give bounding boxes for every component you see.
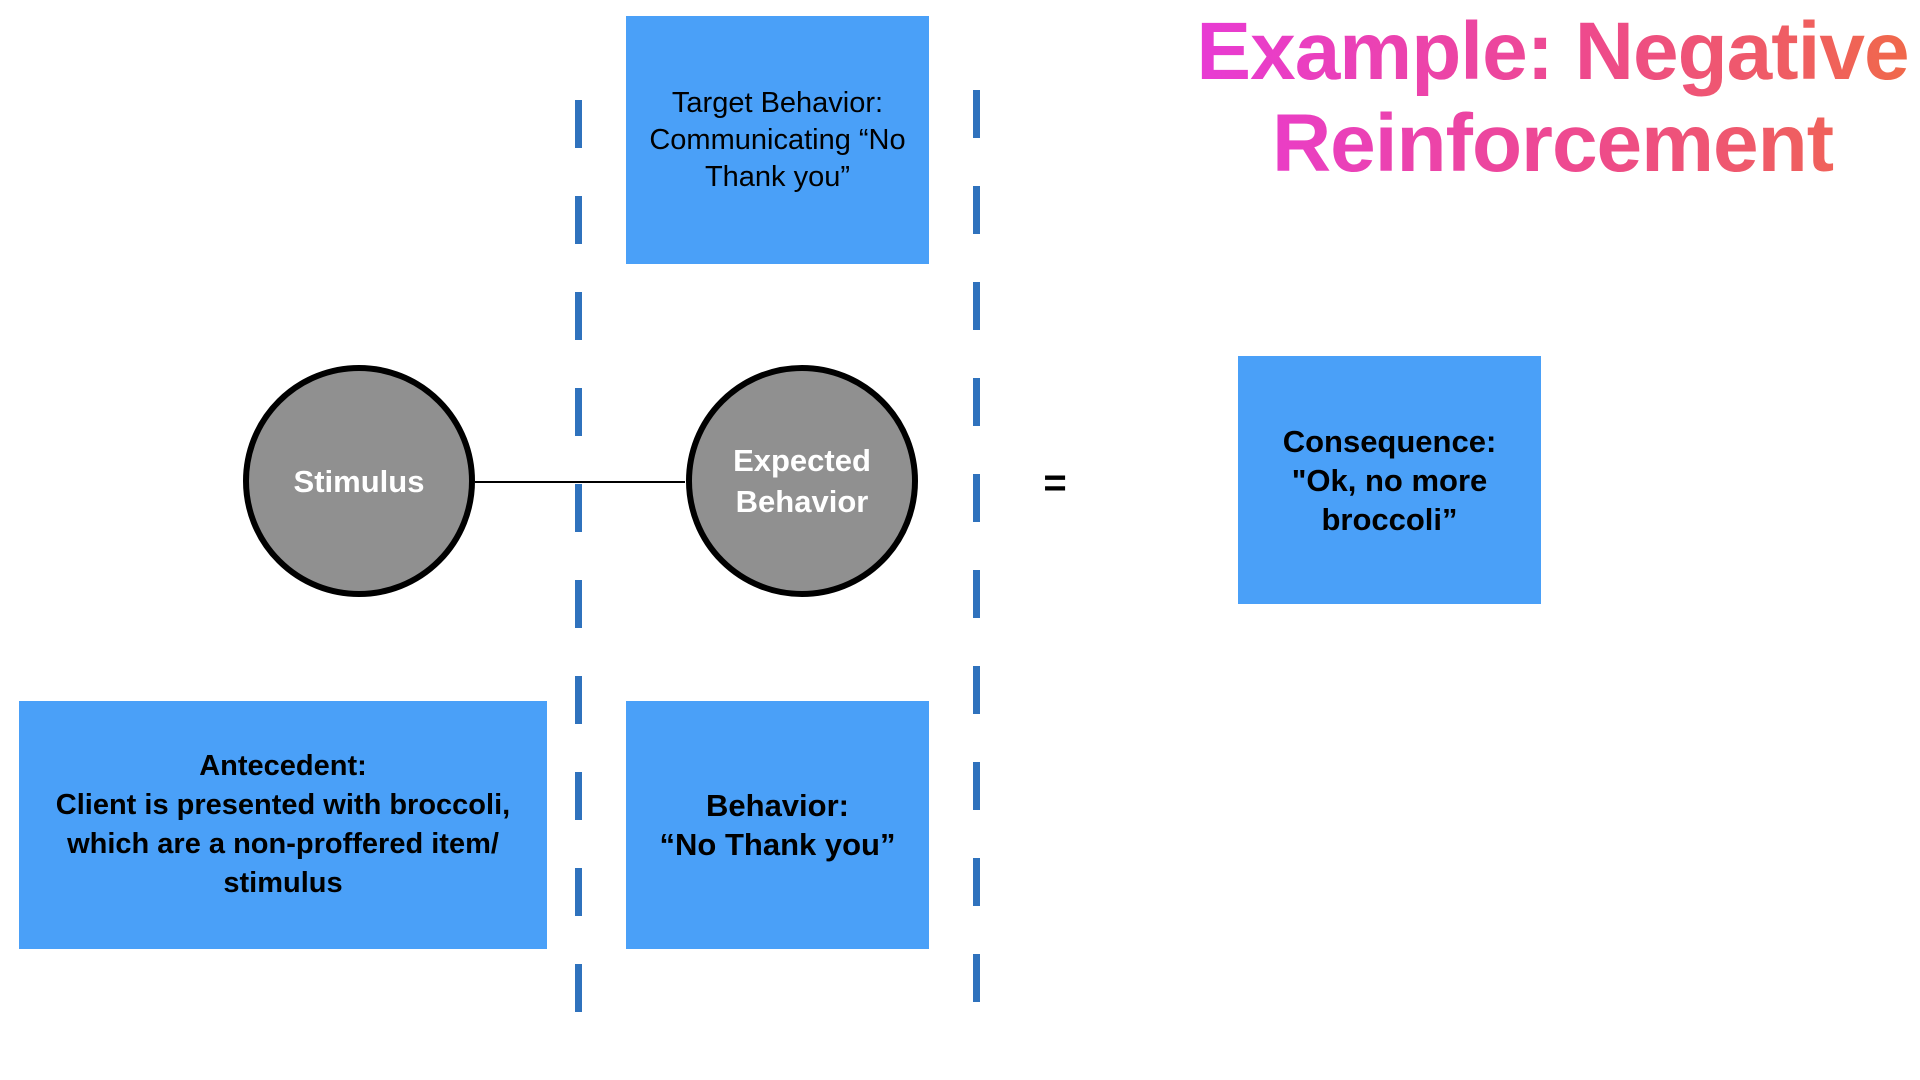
expected-behavior-label-line: Behavior bbox=[735, 484, 869, 519]
antecedent-text-line: stimulus bbox=[223, 867, 343, 899]
consequence-text-line: "Ok, no more bbox=[1291, 462, 1488, 498]
behavior-text-line: “No Thank you” bbox=[659, 827, 896, 862]
expected-behavior-label-line: Expected bbox=[733, 443, 871, 478]
expected-behavior-circle: Expected Behavior bbox=[686, 365, 918, 597]
target-behavior-box: Target Behavior: Communicating “No Thank… bbox=[626, 16, 929, 264]
stimulus-behavior-connector-line bbox=[475, 481, 685, 483]
consequence-text-line: broccoli” bbox=[1321, 501, 1458, 537]
consequence-box: Consequence: "Ok, no more broccoli” bbox=[1238, 356, 1541, 604]
equals-sign: = bbox=[1043, 461, 1067, 505]
antecedent-text-line: Client is presented with broccoli, bbox=[55, 789, 511, 821]
dashed-divider-right bbox=[973, 90, 980, 1005]
target-behavior-heading: Target Behavior: bbox=[671, 86, 884, 119]
antecedent-box: Antecedent: Client is presented with bro… bbox=[19, 701, 547, 949]
dashed-divider-left bbox=[575, 100, 582, 1015]
target-behavior-text-line: Communicating “No bbox=[649, 123, 906, 156]
antecedent-text-line: which are a non-proffered item/ bbox=[67, 828, 499, 860]
consequence-heading: Consequence: bbox=[1282, 423, 1497, 459]
slide-title: Example: Negative Reinforcement bbox=[1185, 6, 1920, 190]
behavior-heading: Behavior: bbox=[706, 788, 849, 823]
behavior-box: Behavior: “No Thank you” bbox=[626, 701, 929, 949]
antecedent-heading: Antecedent: bbox=[199, 750, 367, 782]
stimulus-label: Stimulus bbox=[293, 463, 425, 499]
slide-title-line-2: Reinforcement bbox=[1185, 98, 1920, 190]
slide-title-line-1: Example: Negative bbox=[1185, 6, 1920, 98]
stimulus-circle: Stimulus bbox=[243, 365, 475, 597]
target-behavior-text-line: Thank you” bbox=[704, 160, 851, 193]
